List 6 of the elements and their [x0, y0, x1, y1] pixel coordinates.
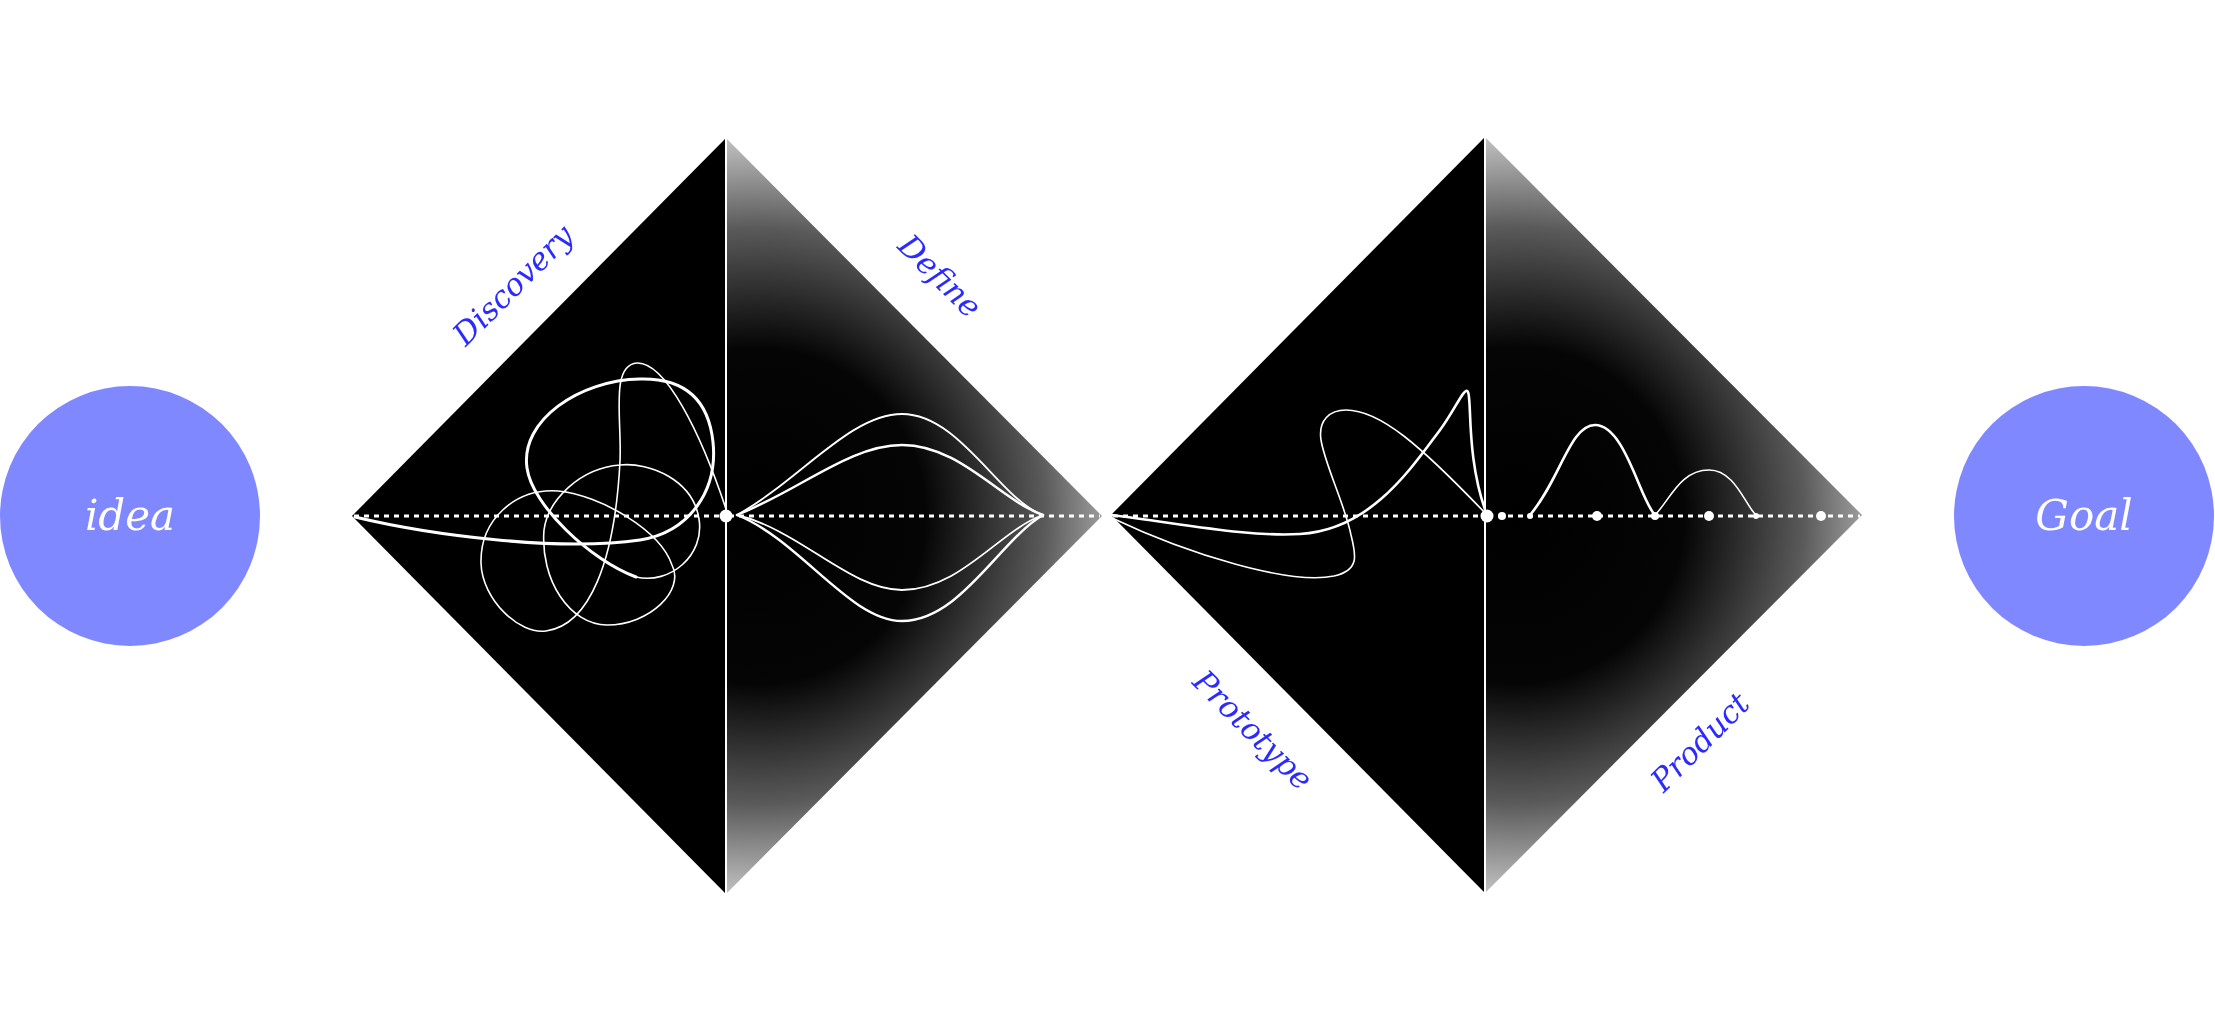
- triangle-panel: [727, 139, 1102, 893]
- triangle-panel: [1486, 138, 1862, 892]
- triangle-panel: [352, 139, 725, 893]
- node-label: idea: [84, 493, 176, 539]
- triangle-panel: [1111, 138, 1484, 892]
- node-label: Goal: [2035, 493, 2133, 539]
